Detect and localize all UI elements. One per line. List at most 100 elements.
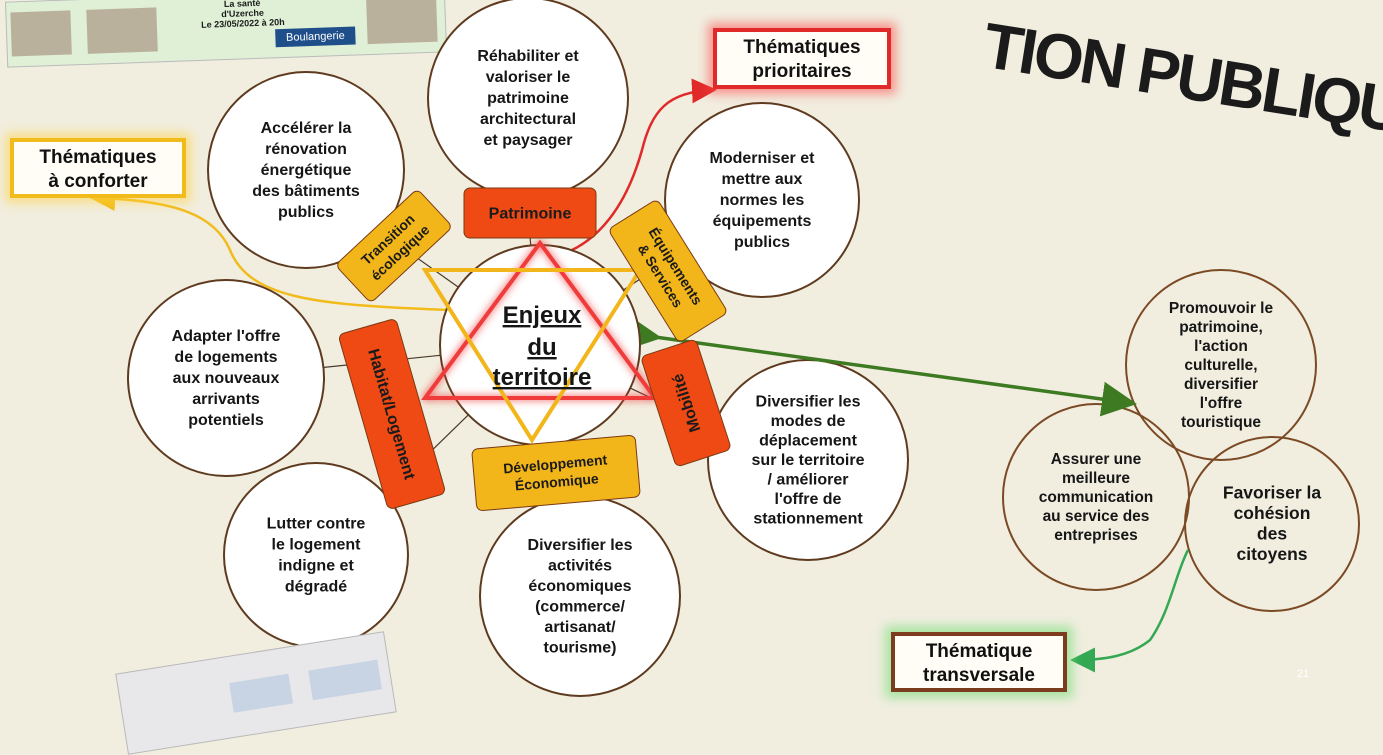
enjeu-line: citoyens — [1237, 544, 1308, 564]
enjeu-line: tourisme) — [544, 639, 617, 656]
enjeu-node-lutter: Lutter contre le logement indigne et dégrad… — [223, 462, 409, 648]
enjeu-line: patrimoine — [487, 90, 569, 107]
thematiques-prioritaires-box: Thématiques prioritaires — [713, 28, 891, 89]
category-tag-box — [641, 339, 731, 467]
enjeu-line: artisanat/ — [544, 619, 616, 636]
box-line: Thématiques — [743, 37, 861, 58]
enjeu-line: économiques — [528, 578, 631, 595]
thematique-transversale-box: Thématique transversale — [891, 632, 1067, 692]
diagram-canvas: Réhabiliter et valoriser le patrimoine arch… — [90, 0, 1360, 697]
enjeu-line: mettre aux — [722, 171, 803, 188]
enjeu-line: l'offre — [1200, 395, 1243, 412]
box-line: à conforter — [48, 171, 148, 192]
enjeu-line: meilleure — [1062, 470, 1130, 487]
enjeu-line: normes les — [720, 192, 805, 209]
map-illustration — [308, 659, 382, 701]
enjeu-line: Assurer une — [1051, 451, 1142, 468]
enjeu-node-rehabiliter: Réhabiliter et valoriser le patrimoine arch… — [427, 0, 629, 199]
enjeu-line: Lutter contre — [267, 516, 366, 533]
enjeu-line: patrimoine, — [1179, 319, 1263, 336]
map-illustration — [229, 673, 294, 713]
enjeu-line: de logements — [174, 349, 277, 366]
enjeu-node-assurer: Assurer une meilleure communication au serv… — [1002, 403, 1190, 591]
enjeu-line: Adapter l'offre — [172, 328, 281, 345]
yellow-triangle — [421, 268, 644, 444]
enjeu-line: valoriser le — [486, 69, 571, 86]
enjeu-line: arrivants — [192, 391, 260, 408]
category-tag-box — [463, 187, 597, 239]
enjeu-circle — [127, 279, 325, 477]
enjeu-line: indigne et — [278, 558, 354, 575]
enjeu-line: culturelle, — [1184, 357, 1257, 374]
conforter-arrow — [90, 186, 451, 312]
enjeu-node-adapter: Adapter l'offre de logements aux nouveaux a… — [127, 279, 325, 477]
enjeu-line: activités — [548, 557, 612, 574]
category-tag-line: Économique — [514, 470, 599, 493]
enjeu-circle — [1184, 436, 1360, 612]
enjeu-line: des bâtiments — [252, 183, 360, 200]
enjeu-line: Diversifier les — [756, 394, 861, 411]
enjeu-line: Favoriser la — [1223, 482, 1322, 502]
enjeu-node-moderniser: Moderniser et mettre aux normes les équipem… — [664, 102, 860, 298]
enjeu-line: l'offre de — [775, 491, 842, 508]
enjeu-line: énergétique — [261, 162, 352, 179]
prioritaires-arrow — [547, 78, 717, 260]
center-label: Enjeux — [503, 302, 582, 329]
enjeu-line: diversifier — [1184, 376, 1258, 393]
transversal-link-arrow — [624, 315, 1137, 417]
enjeu-line: des — [1257, 523, 1287, 543]
enjeu-line: Promouvoir le — [1169, 300, 1274, 317]
box-line: Thématiques — [39, 147, 157, 168]
enjeu-line: publics — [278, 204, 334, 221]
enjeu-line: Réhabiliter et — [477, 48, 579, 65]
enjeu-line: cohésion — [1234, 503, 1311, 523]
category-tags: Patrimoine Équipements& ServicesMobilitéD… — [337, 187, 731, 512]
enjeu-line: et paysager — [484, 132, 573, 149]
center-label: territoire — [493, 364, 592, 391]
enjeu-line: architectural — [480, 111, 576, 128]
enjeu-node-promouvoir: Promouvoir le patrimoine, l'action culturel… — [1125, 269, 1317, 461]
box-line: transversale — [923, 665, 1035, 686]
thematiques-conforter-box: Thématiques à conforter — [10, 138, 186, 198]
enjeu-line: publics — [734, 234, 790, 251]
category-tag-equipements: Équipements& Services — [609, 200, 727, 342]
enjeu-line: équipements — [713, 213, 812, 230]
page-number: 21 — [1297, 668, 1310, 680]
category-tag-line: Patrimoine — [489, 206, 572, 223]
box-line: prioritaires — [752, 61, 852, 82]
enjeu-line: l'action — [1194, 338, 1248, 355]
enjeu-line: dégradé — [285, 579, 347, 596]
enjeu-circle — [223, 462, 409, 648]
enjeu-circle — [479, 495, 681, 697]
transversale-arrow — [1070, 549, 1190, 673]
enjeu-line: / améliorer — [768, 472, 849, 489]
enjeu-line: entreprises — [1054, 527, 1138, 544]
category-tag-box — [471, 434, 641, 512]
enjeu-line: Accélérer la — [261, 120, 352, 137]
category-tag-patrimoine: Patrimoine — [463, 187, 597, 239]
box-line: Thématique — [925, 641, 1033, 662]
enjeu-node-accelerer: Accélérer la rénovation énergétique des bât… — [207, 71, 405, 269]
category-tag-box — [609, 200, 727, 342]
center-label: du — [527, 334, 556, 361]
enjeu-line: aux nouveaux — [173, 370, 280, 387]
enjeu-line: au service des — [1043, 508, 1150, 525]
enjeu-line: Moderniser et — [710, 150, 816, 167]
enjeu-circle — [207, 71, 405, 269]
enjeu-line: stationnement — [753, 511, 863, 528]
enjeu-line: sur le territoire — [752, 452, 865, 469]
enjeu-line: déplacement — [759, 433, 857, 450]
category-tag-box — [339, 319, 445, 509]
enjeu-line: (commerce/ — [535, 598, 625, 615]
enjeu-line: le logement — [272, 537, 362, 554]
enjeu-line: communication — [1039, 489, 1154, 506]
category-tag-mobilite: Mobilité — [641, 339, 731, 467]
enjeu-circle — [664, 102, 860, 298]
enjeu-line: Diversifier les — [528, 537, 633, 554]
enjeu-line: touristique — [1181, 414, 1261, 431]
enjeu-line: rénovation — [265, 141, 347, 158]
category-tag-text: Patrimoine — [489, 206, 572, 223]
